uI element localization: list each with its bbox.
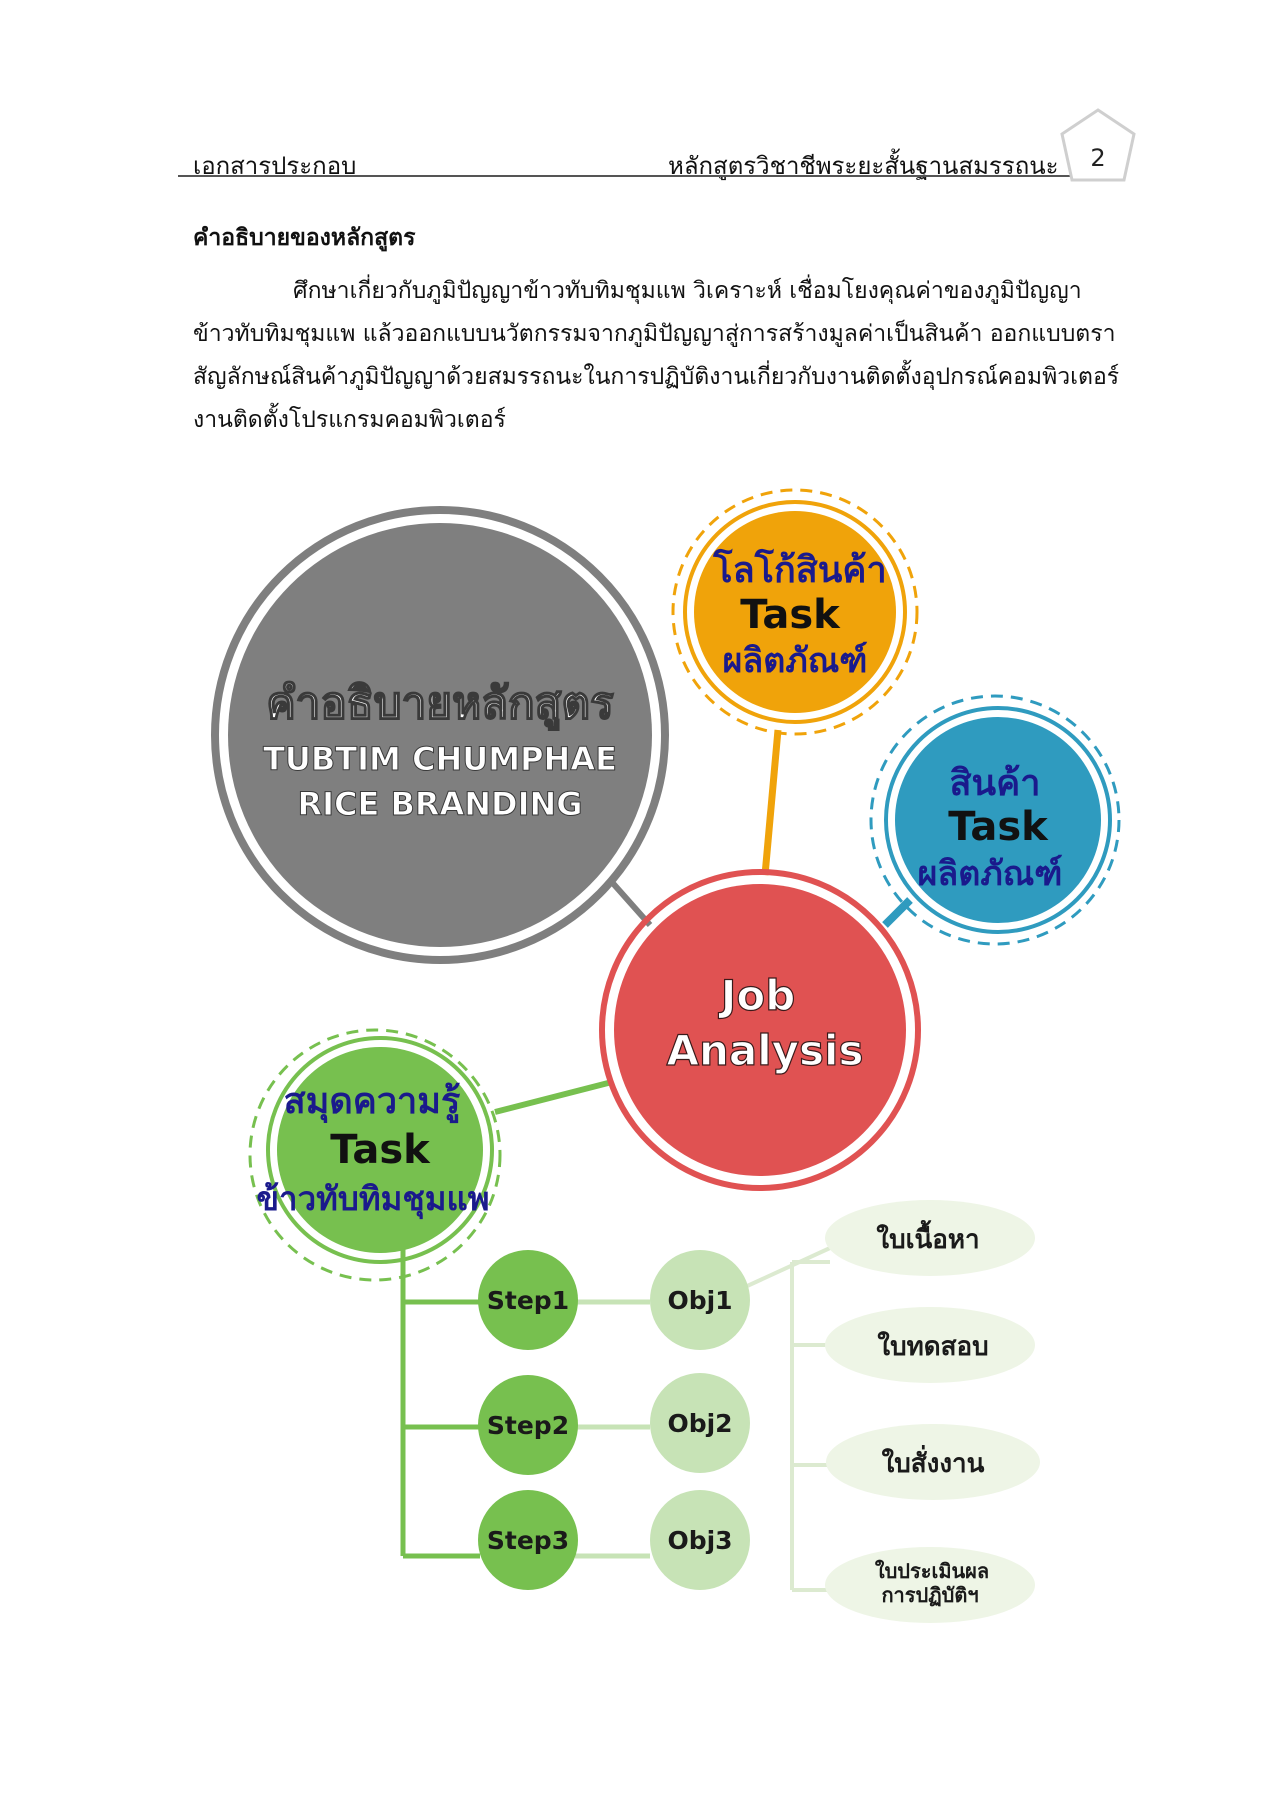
header-rule — [178, 175, 1078, 177]
product-task-circle: สินค้า Task ผลิตภัณฑ์ — [869, 694, 1121, 946]
step-node-3: Step3 — [478, 1490, 578, 1590]
section-title: คำอธิบายของหลักสูตร — [193, 225, 416, 251]
logo-task-line3: ผลิตภัณฑ์ — [722, 641, 867, 681]
logo-task-circle: โลโก้สินค้า Task ผลิตภัณฑ์ — [671, 488, 919, 736]
sheet-evaluation: ใบประเมินผล การปฏิบัติฯ — [825, 1547, 1035, 1623]
course-diagram: คำอธิบายหลักสูตร TUBTIM CHUMPHAE RICE BR… — [211, 488, 1121, 1623]
header-right: หลักสูตรวิชาชีพระยะสั้นฐานสมรรถนะ — [668, 152, 1059, 180]
page-number-badge: 2 — [1060, 108, 1136, 182]
step-label-1: Step1 — [487, 1286, 569, 1315]
main-subtitle-2: RICE BRANDING — [297, 785, 582, 823]
sheet-evaluation-line2: การปฏิบัติฯ — [881, 1583, 978, 1607]
obj1-to-sheets — [744, 1246, 831, 1289]
step-node-2: Step2 — [478, 1375, 578, 1475]
connector-product-job — [882, 897, 913, 928]
sheet-content-label: ใบเนื้อหา — [876, 1219, 979, 1255]
sheet-content: ใบเนื้อหา — [825, 1200, 1035, 1276]
connector-notebook-job — [494, 1079, 613, 1115]
obj-node-2: Obj2 — [650, 1373, 750, 1473]
sheet-test-label: ใบทดสอบ — [877, 1331, 988, 1362]
job-analysis-circle: Job Analysis — [599, 869, 921, 1191]
notebook-task-line3: ข้าวทับทิมชุมแพ — [257, 1179, 490, 1220]
job-analysis-line1: Job — [718, 971, 796, 1020]
sheet-assignment-label: ใบสั่งงาน — [882, 1444, 985, 1479]
description-paragraph: ศึกษาเกี่ยวกับภูมิปัญญาข้าวทับทิมชุมแพ ว… — [193, 270, 1123, 442]
step-node-1: Step1 — [478, 1250, 578, 1350]
description-text: ศึกษาเกี่ยวกับภูมิปัญญาข้าวทับทิมชุมแพ ว… — [193, 278, 1120, 433]
obj-label-2: Obj2 — [667, 1409, 732, 1438]
obj-label-3: Obj3 — [667, 1526, 732, 1555]
obj-label-1: Obj1 — [667, 1286, 732, 1315]
sheet-evaluation-line1: ใบประเมินผล — [875, 1559, 989, 1583]
product-task-line3: ผลิตภัณฑ์ — [917, 854, 1062, 894]
notebook-task-line2: Task — [330, 1127, 431, 1173]
page-number: 2 — [1090, 144, 1105, 172]
step-label-3: Step3 — [487, 1526, 569, 1555]
product-task-line1: สินค้า — [950, 763, 1041, 804]
notebook-task-circle: สมุดความรู้ Task ข้าวทับทิมชุมแพ — [248, 1028, 502, 1282]
step-label-2: Step2 — [487, 1411, 569, 1440]
logo-task-line2: Task — [740, 592, 841, 638]
product-task-line2: Task — [948, 804, 1049, 850]
obj-node-3: Obj3 — [650, 1490, 750, 1590]
main-course-circle: คำอธิบายหลักสูตร TUBTIM CHUMPHAE RICE BR… — [211, 506, 669, 964]
notebook-task-line1: สมุดความรู้ — [284, 1081, 461, 1124]
obj-node-1: Obj1 — [650, 1250, 750, 1350]
connector-main-job — [607, 878, 653, 927]
main-subtitle-1: TUBTIM CHUMPHAE — [263, 740, 617, 778]
header-left: เอกสารประกอบ — [193, 152, 357, 180]
sheet-assignment: ใบสั่งงาน — [826, 1424, 1040, 1500]
main-title: คำอธิบายหลักสูตร — [266, 678, 614, 730]
job-analysis-line2: Analysis — [667, 1026, 864, 1075]
sheet-test: ใบทดสอบ — [825, 1307, 1035, 1383]
connector-logo-job — [761, 729, 782, 876]
logo-task-line1: โลโก้สินค้า — [712, 548, 886, 591]
